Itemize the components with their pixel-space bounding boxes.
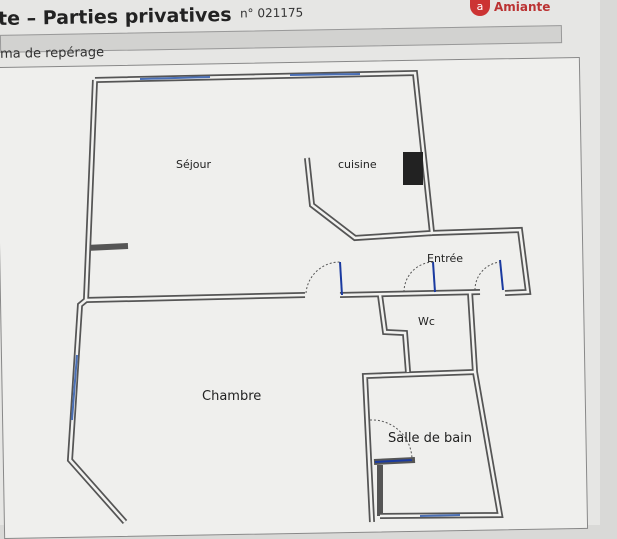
- room-label-chambre: Chambre: [202, 389, 261, 404]
- floor-plan: Séjour cuisine Entrée Wc Chambre Salle d…: [66, 69, 532, 524]
- chimney-block: [403, 152, 423, 185]
- doors: [305, 259, 504, 463]
- room-label-sejour: Séjour: [176, 158, 212, 171]
- logo: a: [470, 0, 490, 16]
- room-label-salle-de-bain: Salle de bain: [388, 431, 472, 446]
- walls: [66, 69, 532, 524]
- room-label-entree: Entrée: [427, 252, 463, 265]
- room-label-wc: Wc: [418, 315, 435, 328]
- logo-text: Amiante: [494, 0, 551, 14]
- room-label-cuisine: cuisine: [338, 158, 377, 171]
- windows: [71, 73, 461, 517]
